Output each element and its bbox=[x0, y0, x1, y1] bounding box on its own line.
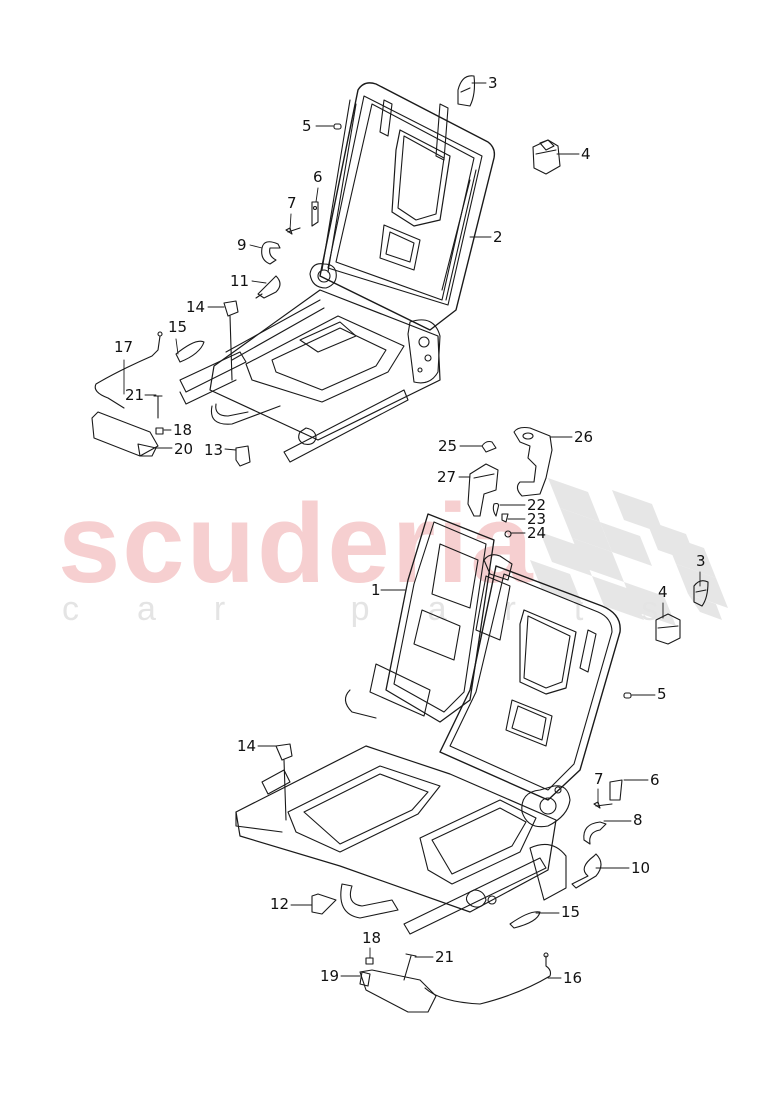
callout-4-lower[interactable]: 4 bbox=[658, 583, 668, 601]
part-20-upper-module bbox=[91, 411, 159, 457]
callout-leader-lines bbox=[123, 82, 701, 979]
callout-6-lower[interactable]: 6 bbox=[650, 771, 660, 789]
callout-20-upper[interactable]: 20 bbox=[174, 440, 194, 458]
callout-22[interactable]: 22 bbox=[527, 496, 547, 514]
callout-26[interactable]: 26 bbox=[574, 428, 594, 446]
callout-5-lower[interactable]: 5 bbox=[657, 685, 667, 703]
callout-24[interactable]: 24 bbox=[527, 524, 547, 542]
callout-25[interactable]: 25 bbox=[438, 437, 458, 455]
callout-5-upper[interactable]: 5 bbox=[302, 117, 312, 135]
part-15-upper bbox=[175, 340, 205, 363]
callout-21-lower[interactable]: 21 bbox=[435, 948, 455, 966]
callout-2[interactable]: 2 bbox=[493, 228, 503, 246]
part-3-lower bbox=[693, 580, 709, 607]
part-13-upper bbox=[235, 445, 251, 467]
callout-23[interactable]: 23 bbox=[527, 510, 547, 528]
part-14-upper bbox=[223, 300, 239, 381]
part-7-upper bbox=[285, 227, 301, 235]
callout-8-lower[interactable]: 8 bbox=[633, 811, 643, 829]
part-4-lower bbox=[655, 613, 681, 645]
part-5-lower bbox=[623, 692, 632, 699]
part-17-upper-cable bbox=[94, 331, 163, 409]
callout-27[interactable]: 27 bbox=[437, 468, 457, 486]
upper-seat-cushion-frame bbox=[179, 289, 441, 463]
watermark-subtitle: car parts bbox=[62, 590, 717, 628]
callout-4-upper[interactable]: 4 bbox=[581, 145, 591, 163]
part-19-lower-module bbox=[359, 969, 437, 1013]
callout-10-lower[interactable]: 10 bbox=[631, 859, 651, 877]
part-11-upper bbox=[255, 275, 281, 299]
part-4-upper bbox=[532, 139, 561, 175]
part-5-upper bbox=[333, 123, 342, 130]
watermark-brand: scuderia bbox=[58, 481, 535, 606]
callout-19-lower[interactable]: 19 bbox=[320, 967, 340, 985]
part-6-upper bbox=[311, 201, 319, 227]
callout-12-lower[interactable]: 12 bbox=[270, 895, 290, 913]
part-9-upper bbox=[261, 241, 281, 265]
part-18-upper bbox=[155, 427, 164, 435]
callout-6-upper[interactable]: 6 bbox=[313, 168, 323, 186]
part-8-lower bbox=[583, 821, 607, 845]
callout-11-upper[interactable]: 11 bbox=[230, 272, 250, 290]
part-14-lower bbox=[275, 743, 293, 821]
part-21-upper-screw bbox=[153, 395, 163, 419]
part-25 bbox=[481, 440, 497, 453]
part-27-bracket bbox=[467, 463, 499, 517]
part-22-spring bbox=[492, 502, 500, 517]
callout-1[interactable]: 1 bbox=[371, 581, 381, 599]
lower-seat-cushion-frame bbox=[235, 745, 567, 935]
callout-7-upper[interactable]: 7 bbox=[287, 194, 297, 212]
part-26-bracket bbox=[513, 426, 553, 497]
lower-seat-left-backrest-frame bbox=[344, 513, 495, 723]
part-23-clip bbox=[501, 513, 509, 523]
part-12-lower bbox=[311, 893, 337, 915]
part-7-lower bbox=[593, 801, 613, 809]
callout-9-upper[interactable]: 9 bbox=[237, 236, 247, 254]
callout-13-upper[interactable]: 13 bbox=[204, 441, 224, 459]
upper-seat-backrest-frame bbox=[309, 82, 496, 331]
part-6-lower bbox=[609, 779, 623, 801]
part-18-lower bbox=[365, 957, 374, 965]
part-24-clip bbox=[504, 530, 512, 538]
callout-16-lower[interactable]: 16 bbox=[563, 969, 583, 987]
callout-15-upper[interactable]: 15 bbox=[168, 318, 188, 336]
callout-14-upper[interactable]: 14 bbox=[186, 298, 206, 316]
part-16-lower-cable bbox=[424, 952, 552, 1005]
callout-3-lower[interactable]: 3 bbox=[696, 552, 706, 570]
callout-3-upper[interactable]: 3 bbox=[488, 74, 498, 92]
callout-15-lower[interactable]: 15 bbox=[561, 903, 581, 921]
callout-7-lower[interactable]: 7 bbox=[594, 770, 604, 788]
callout-14-lower[interactable]: 14 bbox=[237, 737, 257, 755]
callout-18-upper[interactable]: 18 bbox=[173, 421, 193, 439]
part-15-lower bbox=[509, 911, 541, 929]
callout-21-upper[interactable]: 21 bbox=[125, 386, 145, 404]
callout-17-upper[interactable]: 17 bbox=[114, 338, 134, 356]
callout-18-lower[interactable]: 18 bbox=[362, 929, 382, 947]
part-3-upper bbox=[457, 75, 476, 107]
part-10-lower bbox=[571, 853, 602, 889]
part-21-lower-screw bbox=[403, 953, 417, 981]
lower-seat-right-backrest-frame bbox=[439, 554, 621, 828]
